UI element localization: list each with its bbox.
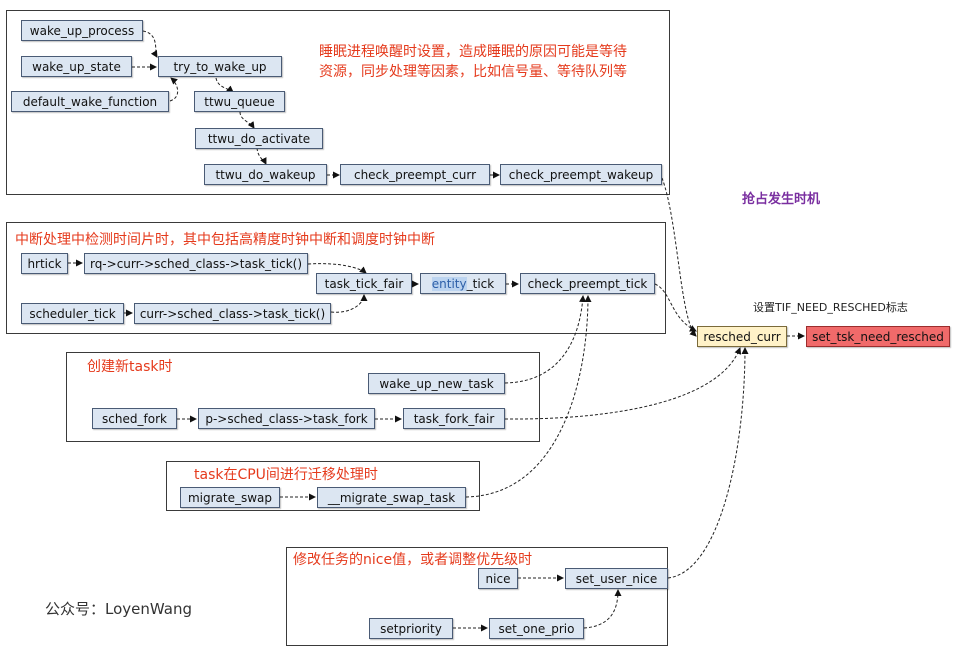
node-sched-fork: sched_fork: [92, 408, 177, 429]
node-task-tick-fair: task_tick_fair: [316, 273, 412, 294]
node-set-user-nice: set_user_nice: [565, 568, 668, 589]
node-try-to-wake-up: try_to_wake_up: [158, 56, 282, 77]
edge-check-wakeup-to-resched: [661, 177, 697, 337]
node-migrate-swap: migrate_swap: [180, 487, 280, 508]
node-nice: nice: [478, 568, 518, 589]
node-ttwu-do-activate: ttwu_do_activate: [195, 128, 323, 149]
node-set-tsk-need-resched: set_tsk_need_resched: [806, 326, 950, 347]
node-hrtick: hrtick: [21, 253, 68, 274]
node-migrate-swap-task: __migrate_swap_task: [317, 487, 466, 508]
node-wake-up-state: wake_up_state: [21, 56, 132, 77]
node-task-fork-fair: task_fork_fair: [403, 408, 505, 429]
watermark: 公众号：LoyenWang: [45, 600, 192, 618]
edge-set-user-nice-to-resched: [667, 347, 749, 579]
node-curr-task-tick: curr->sched_class->task_tick(): [134, 303, 331, 324]
node-check-preempt-tick: check_preempt_tick: [520, 273, 655, 294]
node-wake-up-new-task: wake_up_new_task: [368, 373, 505, 394]
node-ttwu-queue: ttwu_queue: [194, 91, 285, 112]
node-wake-up-process: wake_up_process: [21, 20, 143, 41]
node-setpriority: setpriority: [369, 618, 453, 639]
new-task-group-title: 创建新task时: [87, 359, 173, 375]
set-flag-label: 设置TIF_NEED_RESCHED标志: [753, 301, 908, 314]
node-rq-task-tick: rq->curr->sched_class->task_tick(): [84, 253, 308, 274]
nice-group-title: 修改任务的nice值，或者调整优先级时: [293, 552, 533, 568]
migrate-group-title: task在CPU间进行迁移处理时: [194, 467, 378, 483]
wakeup-annotation: 睡眠进程唤醒时设置，造成睡眠的原因可能是等待资源，同步处理等因素，比如信号量、等…: [319, 44, 627, 80]
node-check-preempt-curr: check_preempt_curr: [340, 164, 490, 185]
node-check-preempt-wakeup: check_preempt_wakeup: [500, 164, 662, 185]
node-p-task-fork: p->sched_class->task_fork: [198, 408, 375, 429]
entity-tick-suffix: _tick: [466, 276, 495, 291]
edge-fork-fair-to-resched: [504, 347, 742, 420]
node-ttwu-do-wakeup: ttwu_do_wakeup: [204, 164, 327, 185]
node-default-wake-function: default_wake_function: [11, 91, 169, 112]
entity-highlight: entity: [431, 276, 467, 291]
tick-group-title: 中断处理中检测时间片时，其中包括高精度时钟中断和调度时钟中断: [15, 232, 435, 248]
node-scheduler-tick: scheduler_tick: [21, 303, 124, 324]
node-entity-tick: entity_tick: [420, 273, 506, 294]
node-set-one-prio: set_one_prio: [489, 618, 584, 639]
preempt-timing-heading: 抢占发生时机: [742, 192, 821, 207]
node-resched-curr: resched_curr: [697, 326, 787, 347]
